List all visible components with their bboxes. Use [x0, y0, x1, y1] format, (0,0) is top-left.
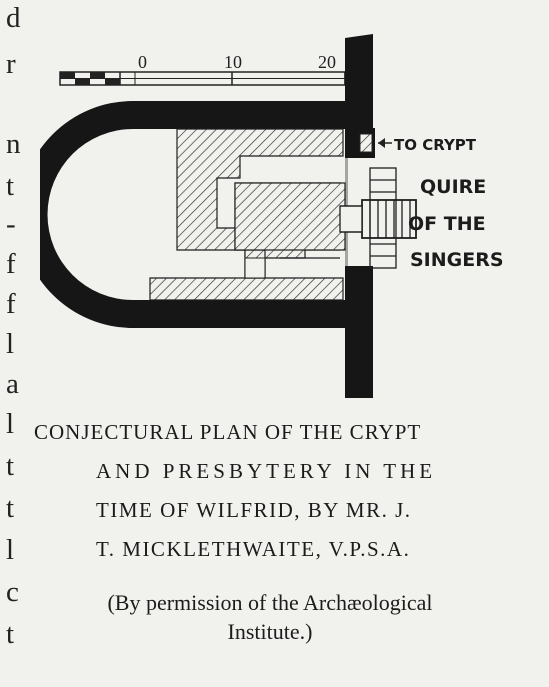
- quire-steps: [339, 167, 417, 269]
- margin-letter: t: [6, 618, 15, 650]
- scale-bar: [59, 71, 346, 86]
- cropped-text-column: d r n t - f f l a l t t l c t: [0, 0, 30, 687]
- margin-letter: l: [6, 534, 15, 566]
- caption-line-2: AND PRESBYTERY IN THE: [96, 459, 437, 483]
- apse-wall: [40, 101, 345, 328]
- quire-label-line-3: SINGERS: [410, 249, 504, 271]
- margin-letter: t: [6, 170, 15, 202]
- margin-letter: n: [6, 128, 21, 160]
- caption-line-4: T. MICKLETHWAITE, V.P.S.A.: [96, 537, 411, 561]
- to-crypt-label: TO CRYPT: [394, 136, 477, 154]
- margin-letter: c: [6, 576, 19, 608]
- scale-label-0: 0: [138, 52, 147, 72]
- margin-letter: a: [6, 368, 19, 400]
- quire-label-line-2: OF THE: [408, 213, 486, 235]
- margin-letter: f: [6, 288, 16, 320]
- margin-letter: d: [6, 2, 21, 34]
- permission-credit: (By permission of the Archæological Inst…: [40, 588, 500, 646]
- margin-letter: t: [6, 492, 15, 524]
- margin-letter: f: [6, 248, 16, 280]
- caption-line-1: CONJECTURAL PLAN OF THE CRYPT: [34, 420, 422, 444]
- credit-line-2: Institute.): [227, 619, 313, 644]
- scale-label-20: 20: [318, 52, 336, 72]
- quire-label-line-1: QUIRE: [420, 176, 486, 198]
- scale-label-10: 10: [224, 52, 242, 72]
- margin-letter: -: [6, 208, 16, 240]
- central-chamber: [234, 182, 346, 251]
- crypt-plan-illustration: 0 10 20: [40, 34, 504, 398]
- margin-letter: l: [6, 408, 15, 440]
- caption-line-3: TIME OF WILFRID, BY MR. J.: [96, 498, 412, 522]
- margin-letter: l: [6, 328, 15, 360]
- margin-letter: r: [6, 48, 16, 80]
- credit-line-1: (By permission of the Archæological: [107, 590, 433, 615]
- margin-letter: t: [6, 450, 15, 482]
